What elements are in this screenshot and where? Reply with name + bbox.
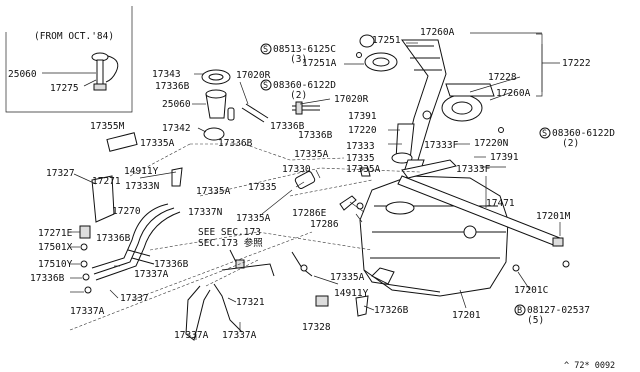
part-label: 17220N	[474, 138, 509, 149]
part-label: 17335A	[196, 186, 231, 197]
part-label: 17333N	[125, 181, 160, 192]
svg-text:S: S	[542, 129, 547, 139]
part-label: 17355M	[90, 121, 125, 132]
part-label: 17337	[120, 293, 149, 304]
sender-unit-tube	[96, 59, 104, 87]
part-label: 17343	[152, 69, 181, 80]
screw-ref-qty: (2)	[562, 138, 579, 149]
part-label: 17335A	[330, 272, 365, 283]
part-label: 17333F	[456, 164, 491, 175]
part-labels: 17251 17260A 17251A 17222 17228 17260A 1…	[30, 27, 591, 341]
svg-text:B: B	[517, 306, 522, 316]
part-label: 17201C	[514, 285, 548, 296]
screw-ref-number: 08127-02537	[527, 305, 590, 316]
part-label: 17220	[348, 125, 377, 136]
part-label: 17222	[562, 58, 591, 69]
diagram-code: ^ 72* 0092	[564, 361, 615, 371]
part-label: 17286	[310, 219, 339, 230]
part-label: 17270	[112, 206, 141, 217]
see-section-ref-jp: SEC.173 参照	[198, 237, 263, 249]
screw-ref-qty: (2)	[290, 90, 307, 101]
part-label: 17337A	[134, 269, 169, 280]
screw-ref-qty: (3)	[290, 54, 307, 65]
part-label: 14911Y	[124, 166, 159, 177]
part-label: 17228	[488, 72, 517, 83]
filler-neck-assembly	[356, 34, 504, 173]
part-label: 17020R	[236, 70, 271, 81]
part-label: 17328	[302, 322, 331, 333]
part-label: 17330	[282, 164, 311, 175]
part-label: 17260A	[420, 27, 455, 38]
part-label: 17251	[372, 35, 401, 46]
screw-ref-number: 08513-6125C	[273, 44, 336, 55]
part-label: 17335A	[236, 213, 271, 224]
inset-label-17275: 17275	[50, 83, 79, 94]
part-label: 17337A	[174, 330, 209, 341]
part-label: 17327	[46, 168, 75, 179]
part-label: 17336B	[218, 138, 253, 149]
part-label: 17326B	[374, 305, 409, 316]
part-label: 17391	[490, 152, 519, 163]
part-label: 17271	[92, 176, 121, 187]
fuel-tank	[359, 159, 570, 297]
part-label: 25060	[162, 99, 191, 110]
protector-17355M	[106, 132, 138, 152]
part-label: 17286E	[292, 208, 327, 219]
bolt-symbol	[514, 304, 526, 316]
screw-ref-2: S 08360-6122D (2)	[260, 79, 336, 101]
part-label: 17020R	[334, 94, 369, 105]
screw-ref-number: 08360-6122D	[552, 128, 615, 139]
small-components	[79, 69, 369, 317]
inset-note: (FROM OCT.'84)	[34, 31, 114, 42]
part-label: 17335A	[346, 164, 381, 175]
screw-ref-1: S 08513-6125C (3)	[260, 43, 336, 65]
part-label: 17336B	[155, 81, 190, 92]
part-label: 17501X	[38, 242, 73, 253]
part-label: 17391	[348, 111, 377, 122]
part-label: 17336B	[96, 233, 131, 244]
part-label: 17510Y	[38, 259, 73, 270]
fuel-lines	[91, 203, 275, 341]
part-label: 17333	[346, 141, 375, 152]
screw-ref-3: S 08360-6122D (2)	[539, 127, 615, 149]
svg-text:S: S	[263, 45, 268, 55]
part-label: 17335	[346, 153, 375, 164]
part-label: 17333F	[424, 140, 459, 151]
reference-lines	[69, 143, 421, 331]
part-label: 17335A	[140, 138, 175, 149]
part-label: 17337A	[222, 330, 257, 341]
filler-cap	[359, 34, 375, 48]
part-label: 17336B	[30, 273, 65, 284]
seal-17342	[203, 127, 225, 141]
screw-ref-number: 08360-6122D	[273, 80, 336, 91]
part-label: 17342	[162, 123, 191, 134]
bracket-17271	[91, 175, 115, 223]
screw-ref-4: B 08127-02537 (5)	[514, 304, 590, 326]
screw-symbol	[260, 79, 272, 91]
inset-panel: (FROM OCT.'84) 25060 17275	[5, 6, 133, 113]
part-label: 17201	[452, 310, 481, 321]
part-label: 17260A	[496, 88, 531, 99]
part-label: 17336B	[298, 130, 333, 141]
see-section-ref: SEE SEC.173	[198, 227, 261, 238]
svg-text:S: S	[263, 81, 268, 91]
part-label: 17471	[486, 198, 515, 209]
part-label: 17335A	[294, 149, 329, 160]
part-label: 17271E	[38, 228, 73, 239]
part-label: 17321	[236, 297, 265, 308]
screw-symbol	[260, 43, 272, 55]
part-label: 17337N	[188, 207, 223, 218]
inset-label-25060: 25060	[8, 69, 37, 80]
part-label: 17336B	[154, 259, 189, 270]
part-label: 17201M	[536, 211, 571, 222]
part-label: 17251A	[302, 58, 337, 69]
screw-symbol	[539, 127, 551, 139]
part-label: 17336B	[270, 121, 305, 132]
part-label: 17337A	[70, 306, 105, 317]
part-label: 14911Y	[334, 288, 369, 299]
part-label: 17335	[248, 182, 277, 193]
screw-ref-qty: (5)	[527, 315, 544, 326]
